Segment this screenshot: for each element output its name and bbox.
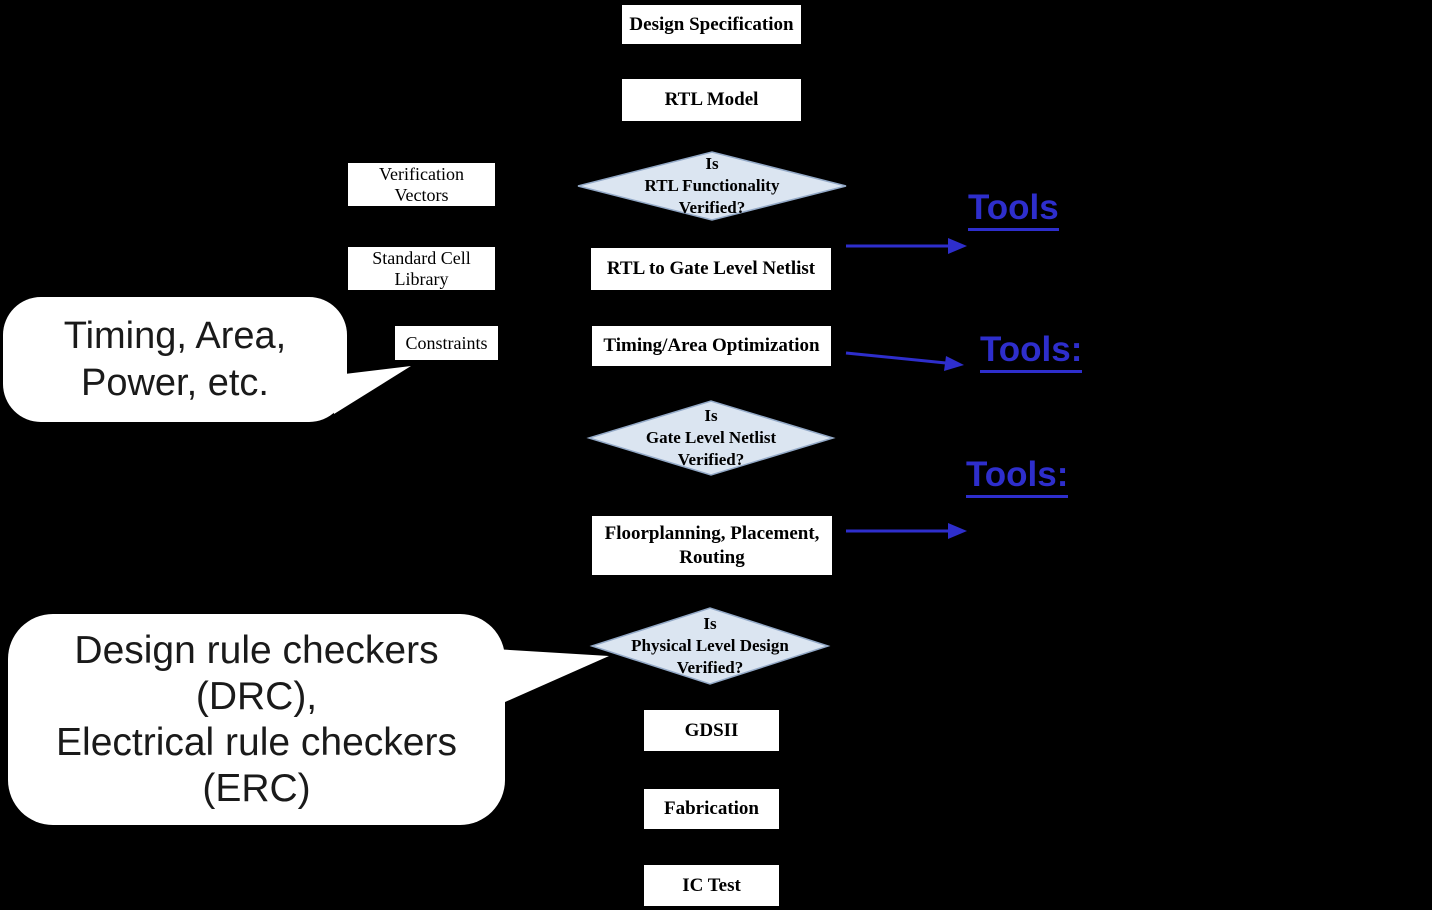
process-box-rtl-to-gate-level-netlist: RTL to Gate Level Netlist — [589, 246, 833, 292]
callout-timing-area-power: Timing, Area, Power, etc. — [3, 297, 347, 422]
process-box-design-specification: Design Specification — [620, 3, 803, 46]
tools-label-2-text: Tools: — [980, 331, 1083, 373]
process-box-ic-test: IC Test — [642, 863, 781, 908]
tools-label-1-text: Tools — [968, 189, 1059, 231]
process-box-rtl-model: RTL Model — [620, 77, 803, 123]
input-box-standard-cell-library: Standard Cell Library — [346, 245, 497, 292]
rule-checkers-line4: (ERC) — [202, 766, 311, 810]
input-box-verification-vectors: Verification Vectors — [346, 161, 497, 208]
arrow-to-tools-2 — [845, 351, 964, 371]
standard-cell-library-line2: Library — [394, 268, 449, 289]
process-box-gdsii: GDSII — [642, 708, 781, 753]
tools-label-2: Tools: — [980, 331, 1083, 373]
arrow-to-tools-1 — [846, 238, 967, 254]
tools-label-3: Tools: — [966, 456, 1069, 498]
input-box-constraints: Constraints — [393, 324, 500, 362]
process-box-timing-area-optimization: Timing/Area Optimization — [590, 324, 833, 368]
decision-diamond-rtl-functionality — [577, 151, 847, 221]
timing-area-power-line1: Timing, Area, — [63, 314, 287, 357]
rule-checkers-line3: Electrical rule checkers — [56, 720, 457, 764]
verification-vectors-line2: Vectors — [394, 184, 449, 205]
standard-cell-library-line1: Standard Cell — [372, 247, 471, 268]
rule-checkers-line2: (DRC), — [195, 674, 318, 718]
callout-rule-checkers: Design rule checkers (DRC), Electrical r… — [8, 614, 505, 825]
tools-label-3-text: Tools: — [966, 456, 1069, 498]
process-box-fabrication: Fabrication — [642, 787, 781, 831]
process-box-floorplanning: Floorplanning, Placement, Routing — [590, 514, 834, 577]
floorplanning-line2: Routing — [679, 546, 745, 568]
verification-vectors-line1: Verification — [379, 163, 464, 184]
decision-diamond-gate-level-netlist — [586, 400, 836, 476]
floorplanning-line1: Floorplanning, Placement, — [604, 522, 820, 544]
rule-checkers-line1: Design rule checkers — [74, 628, 439, 672]
tools-label-1: Tools — [968, 189, 1059, 231]
callout-tail-timing — [328, 366, 411, 414]
arrow-to-tools-3 — [846, 523, 967, 539]
callout-tail-rule-checkers — [478, 648, 609, 714]
decision-diamond-physical-level-design — [589, 607, 831, 685]
timing-area-power-line2: Power, etc. — [81, 361, 269, 404]
